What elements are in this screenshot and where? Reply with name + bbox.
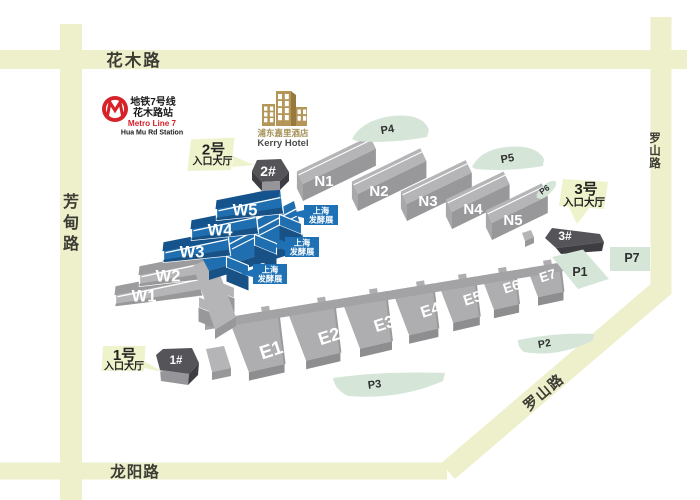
svg-text:P4: P4 xyxy=(380,123,396,137)
svg-text:入口大厅: 入口大厅 xyxy=(193,155,233,168)
svg-text:W4: W4 xyxy=(208,222,234,240)
svg-text:3号: 3号 xyxy=(574,181,597,198)
svg-text:P5: P5 xyxy=(500,152,515,166)
svg-text:龙阳路: 龙阳路 xyxy=(109,462,160,481)
svg-text:N4: N4 xyxy=(463,201,483,218)
svg-text:W2: W2 xyxy=(156,268,181,286)
svg-text:花木路站: 花木路站 xyxy=(133,106,173,119)
svg-text:Hua Mu Rd Station: Hua Mu Rd Station xyxy=(121,130,183,137)
svg-text:入口大厅: 入口大厅 xyxy=(563,196,605,209)
svg-text:甸: 甸 xyxy=(62,213,79,232)
svg-text:N3: N3 xyxy=(418,193,437,210)
svg-text:Kerry Hotel: Kerry Hotel xyxy=(257,138,308,149)
svg-text:罗: 罗 xyxy=(649,132,661,145)
svg-text:路: 路 xyxy=(63,234,80,253)
svg-text:发酵展: 发酵展 xyxy=(257,274,283,284)
svg-text:芳: 芳 xyxy=(63,192,79,211)
svg-text:P3: P3 xyxy=(367,378,382,392)
svg-text:N2: N2 xyxy=(369,183,388,200)
svg-text:P7: P7 xyxy=(624,251,639,265)
svg-text:上海: 上海 xyxy=(262,265,279,275)
svg-text:2号: 2号 xyxy=(202,142,225,159)
svg-text:上海: 上海 xyxy=(313,206,330,216)
svg-text:入口大厅: 入口大厅 xyxy=(104,360,144,373)
svg-text:发酵展: 发酵展 xyxy=(308,215,334,225)
svg-text:发酵展: 发酵展 xyxy=(289,247,315,257)
svg-text:1号: 1号 xyxy=(113,347,136,364)
svg-text:Metro Line 7: Metro Line 7 xyxy=(128,119,177,128)
svg-text:W1: W1 xyxy=(132,288,157,306)
svg-text:浦东嘉里酒店: 浦东嘉里酒店 xyxy=(257,128,309,138)
svg-text:N5: N5 xyxy=(503,212,522,229)
svg-text:E7: E7 xyxy=(537,266,557,285)
svg-text:地铁7号线: 地铁7号线 xyxy=(130,95,176,108)
svg-text:W5: W5 xyxy=(233,202,258,220)
svg-text:E5: E5 xyxy=(461,288,484,310)
svg-text:N1: N1 xyxy=(314,173,333,190)
svg-text:路: 路 xyxy=(649,156,661,170)
svg-text:3#: 3# xyxy=(558,229,572,243)
svg-text:E4: E4 xyxy=(419,300,443,322)
svg-text:W3: W3 xyxy=(180,244,205,262)
svg-text:上海: 上海 xyxy=(294,238,311,248)
svg-text:花木路: 花木路 xyxy=(106,50,162,70)
svg-text:山: 山 xyxy=(649,144,661,158)
svg-text:2#: 2# xyxy=(260,163,276,179)
svg-text:P1: P1 xyxy=(572,265,587,279)
svg-text:E6: E6 xyxy=(501,276,522,297)
svg-text:1#: 1# xyxy=(170,355,183,367)
svg-text:P2: P2 xyxy=(537,337,552,351)
